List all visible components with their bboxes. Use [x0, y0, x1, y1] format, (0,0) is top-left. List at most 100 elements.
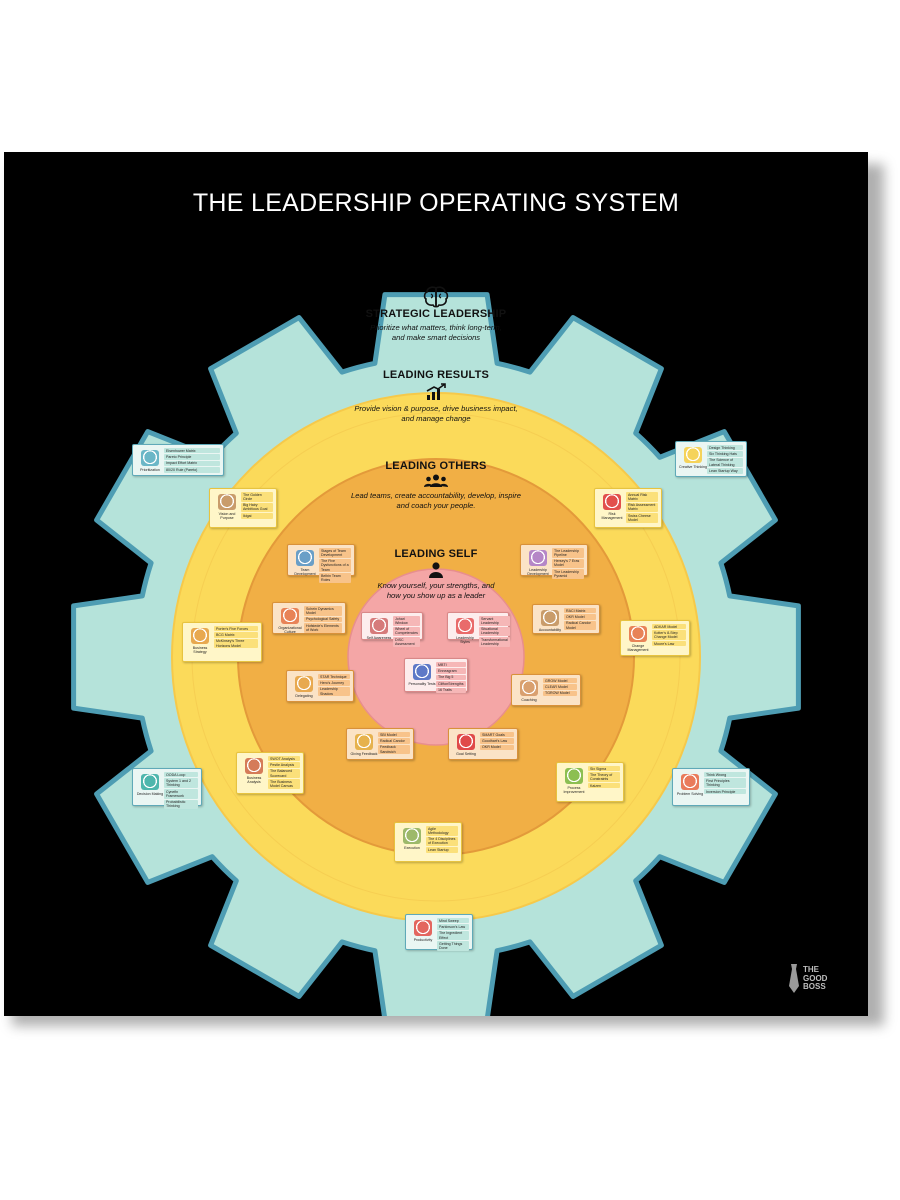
- card-item: Big Hairy Ambitious Goal: [241, 502, 273, 513]
- card-item: Agile Methodology: [426, 826, 458, 836]
- card-item: The 4 Disciplines of Execution: [426, 836, 458, 847]
- clock-icon: [414, 920, 432, 936]
- card-title: Prioritization: [140, 468, 160, 472]
- card-item: 16 Traits: [436, 687, 466, 693]
- card-item: Mind Sweep: [437, 918, 469, 924]
- card-item: Porter's Five Forces: [214, 626, 258, 632]
- card-item: The Science of Lateral Thinking: [707, 457, 743, 468]
- card-item: Radical Candor Model: [564, 620, 596, 631]
- card-item: First Principles Thinking: [704, 778, 746, 788]
- leading-results-title: LEADING RESULTS: [382, 369, 490, 381]
- strategic-leadership-title: STRATEGIC LEADERSHIP: [365, 308, 507, 320]
- card-item: OKR Model: [480, 744, 514, 751]
- card-item: Leadership Shadow: [318, 686, 350, 697]
- card-item: Inversion Principle: [704, 788, 746, 795]
- card-item: Getting Things Done: [437, 941, 469, 951]
- compass-icon: [141, 774, 159, 790]
- card-item: 80/20 Rule (Pareto): [164, 467, 220, 473]
- person-vision-icon: [218, 494, 236, 510]
- delegate-icon: [295, 676, 313, 692]
- card-item: Ikigai: [241, 513, 273, 519]
- card-item: Johari Window: [393, 616, 420, 626]
- card-title: Personality Tests: [408, 682, 436, 686]
- card-item: Pestle Analysis: [268, 762, 300, 768]
- card-item: Eisenhower Matrix: [164, 448, 220, 454]
- strategic-leadership-subtitle-1: Prioritize what matters, think long-term…: [370, 323, 502, 332]
- card-title: Goal Setting: [456, 752, 476, 756]
- target-path-icon: [403, 828, 421, 844]
- card-title: Leadership Development: [527, 568, 549, 577]
- card-item: CLEAR Model: [543, 684, 577, 690]
- personality-icon: [413, 664, 431, 680]
- card-item: Risk Assessment Matrix: [626, 502, 658, 513]
- handshake-icon: [541, 610, 559, 626]
- card-item: Cynefin Framework: [164, 788, 198, 799]
- card-title: Decision Making: [136, 792, 164, 796]
- card-item: Enneagram: [436, 668, 466, 674]
- card-item: Hofstede's Elements of Work: [304, 622, 342, 633]
- card-item: The Theory of Constraints: [588, 772, 620, 782]
- team-build-icon: [296, 550, 314, 566]
- card-leadership-development: Leadership Development The Leadership Pip…: [520, 544, 588, 579]
- card-title: Team Development: [294, 568, 316, 577]
- card-item: The Leadership Pipeline: [552, 548, 584, 558]
- leading-results-subtitle-2: and manage change: [401, 414, 471, 423]
- card-item: DISC Assessment: [393, 637, 420, 647]
- strategic-leadership-label: STRATEGIC LEADERSHIP Prioritize what mat…: [316, 284, 556, 343]
- card-title: Business Strategy: [192, 646, 208, 655]
- card-title: Change Management: [627, 644, 649, 653]
- card-item: The Balanced Scorecard: [268, 768, 300, 779]
- card-title: Problem Solving: [676, 792, 704, 796]
- card-item: STAR Technique: [318, 674, 350, 680]
- card-item: Hero's Journey: [318, 680, 350, 686]
- magnifier-icon: [245, 758, 263, 774]
- card-item: Six Thinking Hats: [707, 451, 743, 457]
- card-item: Schein Dynamics Model: [304, 606, 342, 616]
- arrows-change-icon: [629, 626, 647, 642]
- card-item: Psychological Safety: [304, 616, 342, 622]
- card-item: ADKAR Model: [652, 624, 686, 630]
- card-item: Impact Effort Matrix: [164, 460, 220, 467]
- growth-chart-icon: [426, 383, 446, 400]
- card-item: RACI Matrix: [564, 608, 596, 614]
- warning-icon: [603, 494, 621, 510]
- card-item: Probabilistic Thinking: [164, 799, 198, 810]
- card-item: GROW Model: [543, 678, 577, 684]
- card-title: Self Awareness: [366, 636, 392, 640]
- feedback-icon: [355, 734, 373, 750]
- card-title: Execution: [404, 846, 420, 850]
- card-item: Feedback Sandwich: [378, 744, 410, 755]
- card-item: Goodhart's Law: [480, 738, 514, 744]
- card-item: BCG Matrix: [214, 632, 258, 638]
- styles-icon: [456, 618, 474, 634]
- card-item: The Five Dysfunctions of a Team: [319, 558, 351, 573]
- poster-title: THE LEADERSHIP OPERATING SYSTEM: [192, 189, 680, 217]
- poster: THE LEADERSHIP OPERATING SYSTEM STRATEGI…: [4, 152, 868, 1016]
- card-item: Design Thinking: [707, 445, 743, 451]
- leading-self-label: LEADING SELF Know yourself, your strengt…: [336, 548, 536, 601]
- leading-others-subtitle-1: Lead teams, create accountability, devel…: [351, 491, 521, 500]
- brain-icon: [423, 286, 449, 308]
- tie-icon: [789, 964, 799, 993]
- card-title: Coaching: [521, 698, 537, 702]
- card-item: Lean Startup Way: [707, 468, 743, 474]
- card-title: Creative Thinking: [679, 465, 707, 469]
- coach-icon: [520, 680, 538, 696]
- card-item: Annual Risk Matrix: [626, 492, 658, 502]
- team-icon: [424, 474, 448, 487]
- chess-icon: [191, 628, 209, 644]
- mirror-icon: [370, 618, 388, 634]
- card-item: SMART Goals: [480, 732, 514, 738]
- card-title: Organizational Culture: [278, 626, 302, 635]
- card-item: Pareto Principle: [164, 454, 220, 460]
- card-item: Transformational Leadership: [479, 637, 510, 647]
- card-item: The Big 5: [436, 674, 466, 681]
